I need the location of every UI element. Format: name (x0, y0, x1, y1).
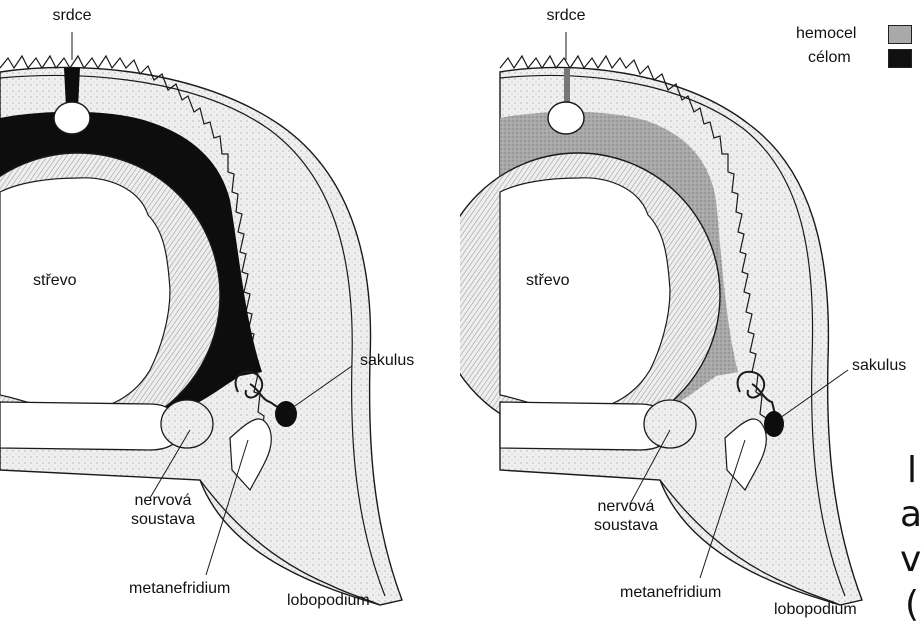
cropped-text-line-2: a (900, 495, 921, 535)
heart-vessel (548, 102, 584, 134)
label-sacculus: sakulus (852, 357, 906, 375)
cropped-text-line-4: ( (905, 585, 919, 625)
heart-vessel (54, 102, 90, 134)
legend-label-coelom: célom (808, 49, 851, 67)
label-nervous-system-line2: soustava (118, 511, 208, 529)
cropped-text-line-1: l (907, 451, 917, 491)
label-gut: střevo (33, 272, 77, 290)
label-gut: střevo (526, 272, 570, 290)
left-cross-section-illustration (0, 0, 460, 629)
gut-lumen (500, 178, 670, 410)
gut-lumen (0, 178, 170, 410)
label-sacculus: sakulus (360, 352, 414, 370)
legend-swatch-hemocoel (888, 25, 912, 44)
nerve-ganglion (644, 400, 696, 448)
label-heart: srdce (526, 7, 606, 25)
label-lobopodium: lobopodium (287, 592, 370, 610)
right-panel-hemocoel-diagram: srdce střevo sakulus nervová soustava me… (460, 0, 921, 629)
label-nervous-system-line2: soustava (581, 517, 671, 535)
legend-label-hemocoel: hemocel (796, 25, 856, 43)
label-metanephridium: metanefridium (620, 584, 721, 602)
nerve-ganglion (161, 400, 213, 448)
label-nervous-system-line1: nervová (118, 492, 208, 510)
left-panel-coelom-diagram: srdce střevo sakulus nervová soustava me… (0, 0, 460, 629)
sacculus (275, 401, 297, 427)
legend-swatch-coelom (888, 49, 912, 68)
label-lobopodium: lobopodium (774, 601, 857, 619)
right-cross-section-illustration (460, 0, 921, 629)
label-metanephridium: metanefridium (129, 580, 230, 598)
label-nervous-system-line1: nervová (581, 498, 671, 516)
cropped-text-line-3: v (900, 540, 921, 580)
label-heart: srdce (32, 7, 112, 25)
sacculus (764, 411, 784, 437)
nerve-cord (0, 402, 180, 450)
